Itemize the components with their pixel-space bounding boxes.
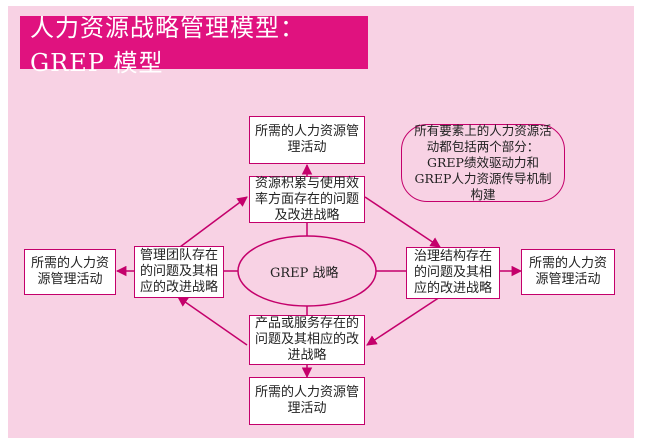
left-activity-box: 所需的人力资源管理活动	[24, 249, 116, 295]
left-issue-box: 管理团队存在的问题及其相应的改进战略	[134, 246, 224, 298]
arrow-left-to-top	[179, 196, 248, 248]
note-callout: 所有要素上的人力资源活动都包括两个部分：GREP绩效驱动力和GREP人力资源传导…	[401, 123, 565, 202]
bottom-issue-box: 产品或服务存在的问题及其相应的改进战略	[249, 315, 365, 365]
right-activity-box: 所需的人力资源管理活动	[521, 249, 615, 295]
page-title: 人力资源战略管理模型：GREP 模型	[20, 14, 368, 77]
center-label: GREP 战略	[270, 266, 339, 281]
top-issue-box: 资源积累与使用效率方面存在的问题及改进战略	[249, 176, 365, 223]
top-activity-box: 所需的人力资源管理活动	[249, 116, 365, 164]
arrow-top-to-right	[364, 196, 441, 248]
arrow-bottom-to-left	[177, 296, 248, 346]
right-issue-box: 治理结构存在的问题及其相应的改进战略	[406, 247, 500, 299]
arrow-right-to-bottom	[366, 296, 441, 346]
bottom-activity-box: 所需的人力资源管理活动	[249, 377, 365, 425]
